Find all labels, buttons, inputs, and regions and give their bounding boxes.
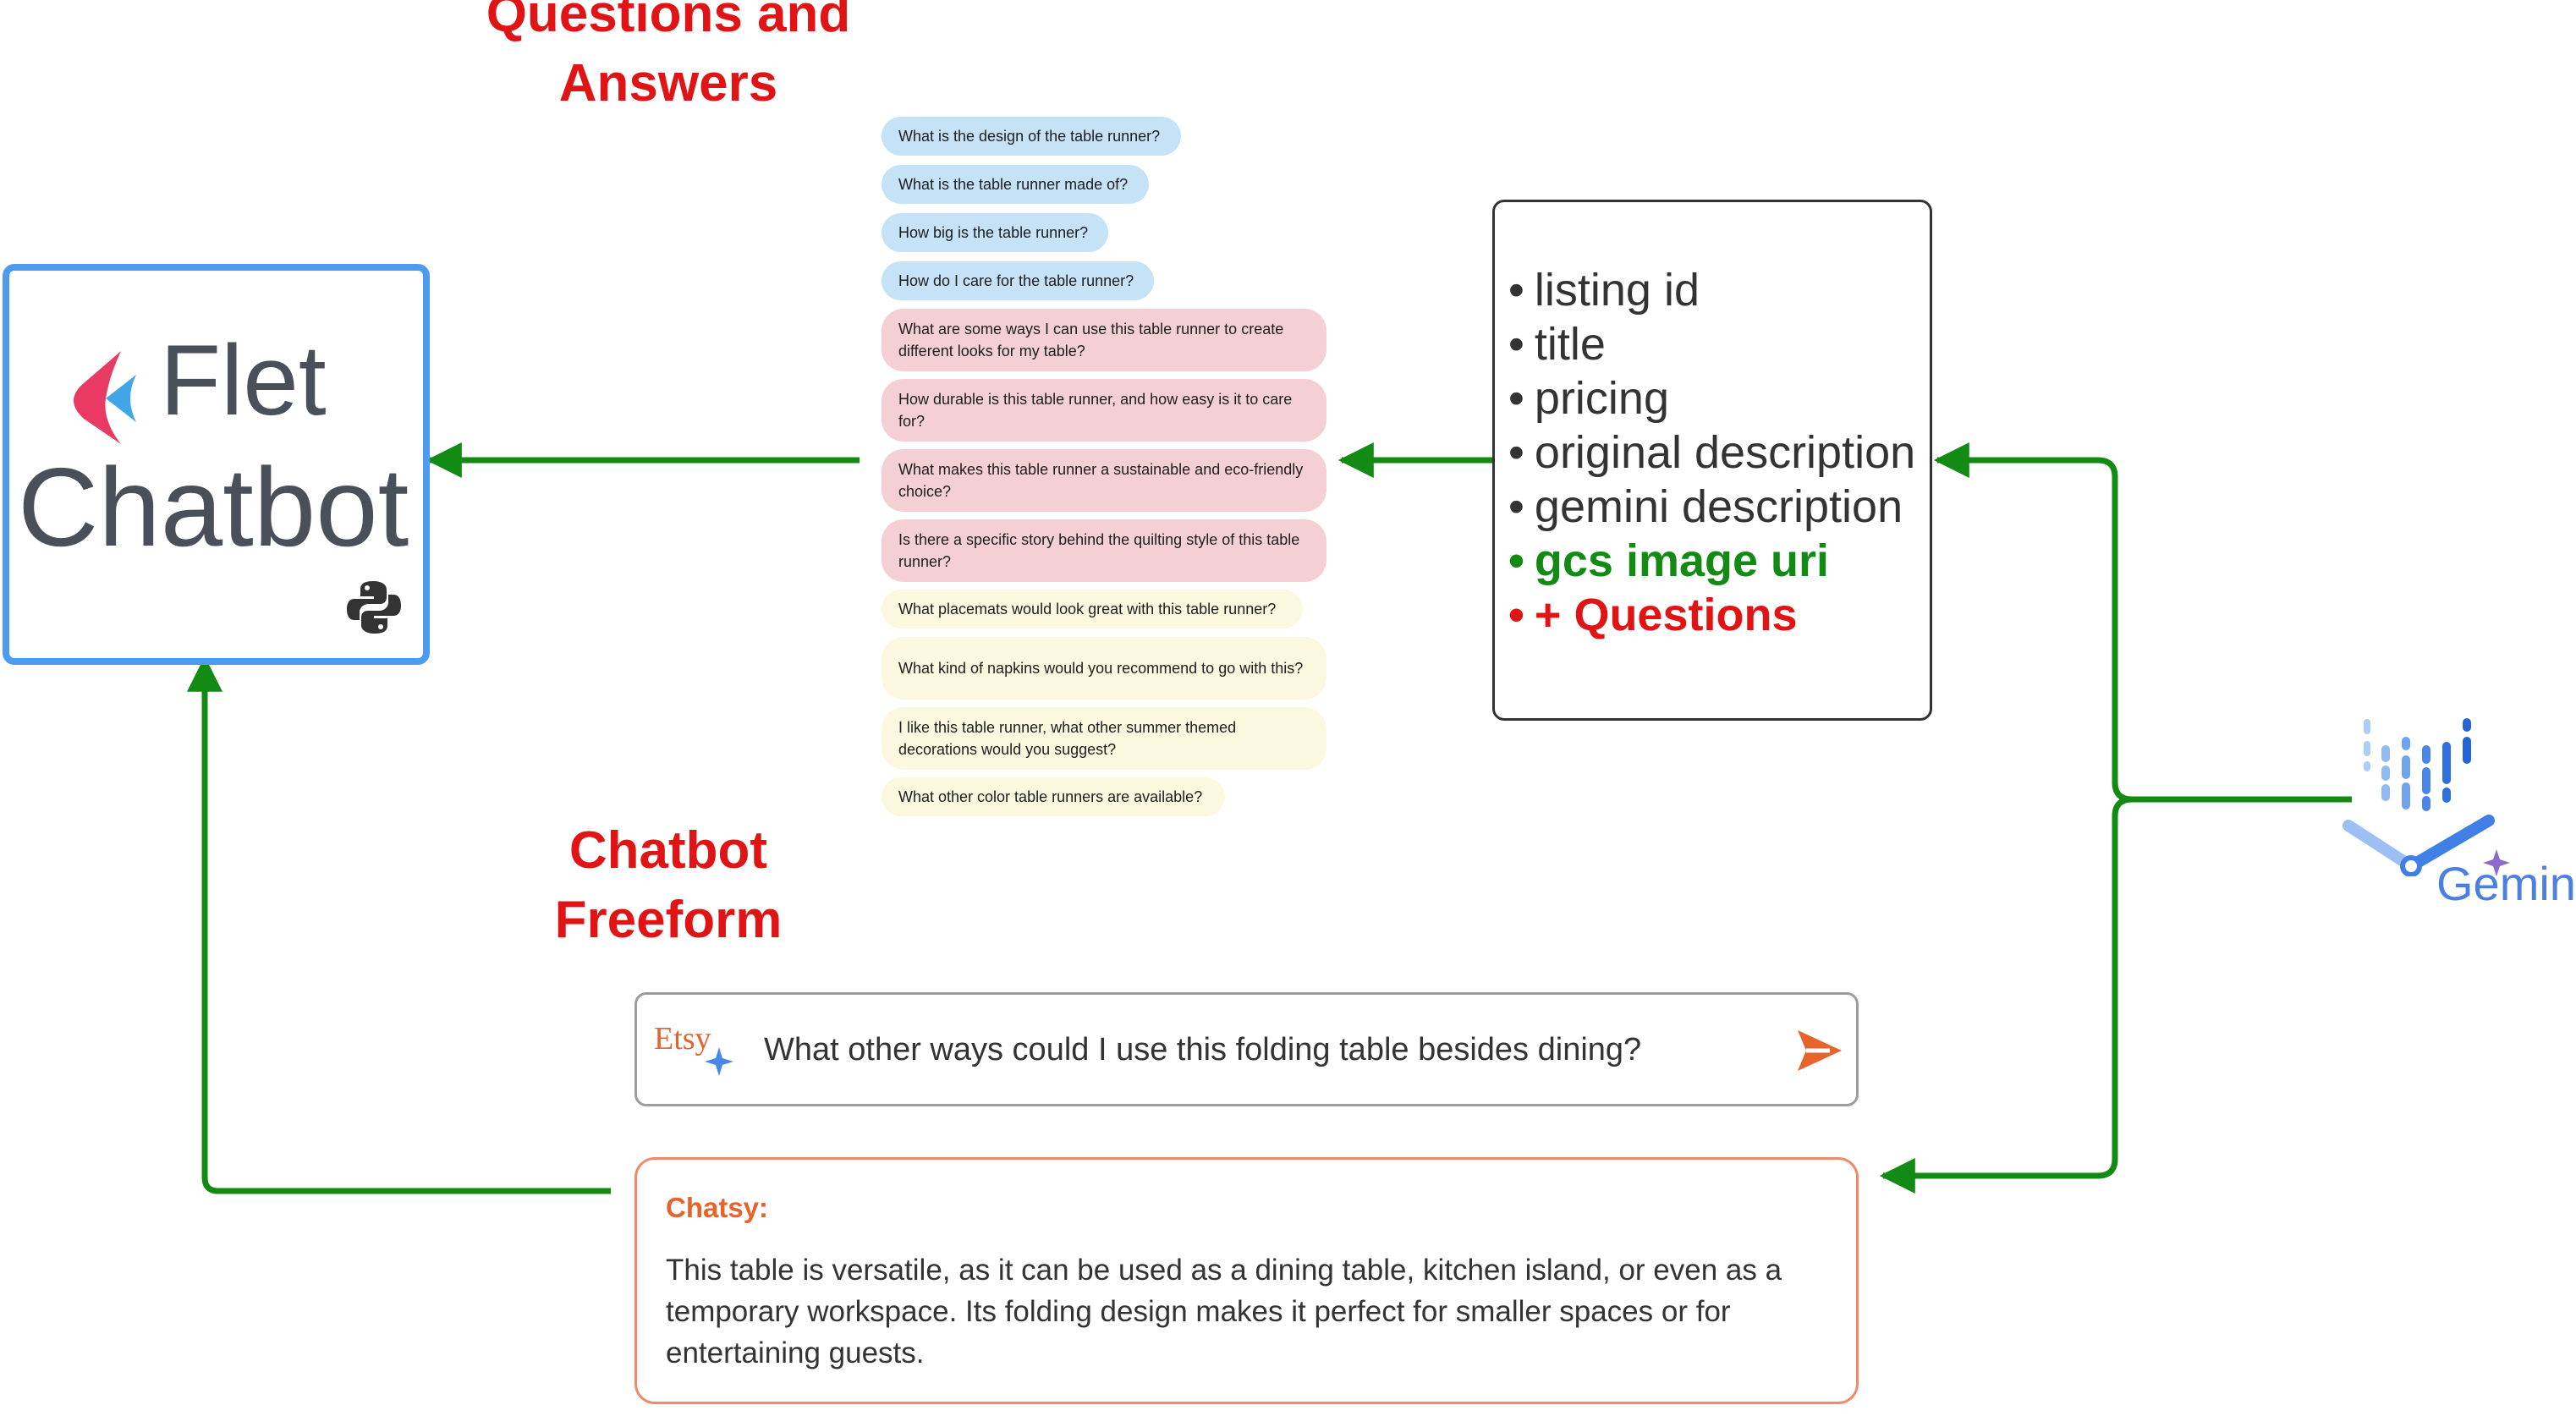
question-bubble[interactable]: How durable is this table runner, and ho… xyxy=(882,379,1326,442)
question-bubble[interactable]: What is the table runner made of? xyxy=(882,165,1149,204)
field-item: title xyxy=(1508,317,1915,371)
question-text: What other color table runners are avail… xyxy=(898,788,1203,805)
question-text: How durable is this table runner, and ho… xyxy=(898,391,1293,430)
chatbot-freeform-heading-line2: Freeform xyxy=(554,891,783,949)
question-text: What are some ways I can use this table … xyxy=(898,321,1284,359)
chatbot-freeform-heading-line1: Chatbot xyxy=(568,821,768,880)
chat-input-text[interactable]: What other ways could I use this folding… xyxy=(764,1032,1642,1067)
question-bubble[interactable]: What is the design of the table runner? xyxy=(882,117,1181,156)
etsy-logo: Etsy xyxy=(654,1021,711,1057)
field-item-gcs-uri: gcs image uri xyxy=(1508,534,1915,588)
chatbot-title: Chatbot xyxy=(18,445,409,569)
arrow-response-to-flet xyxy=(187,656,611,1194)
question-text: What kind of napkins would you recommend… xyxy=(898,660,1304,677)
questions-answers-heading-line1: Questions and xyxy=(486,0,851,43)
arrow-gemini-to-fields xyxy=(1933,442,2352,803)
sparkle-icon xyxy=(705,1047,733,1076)
question-bubble[interactable]: How big is the table runner? xyxy=(882,213,1108,252)
listing-fields-list: listing id title pricing original descri… xyxy=(1508,263,1915,642)
question-bubble[interactable]: What placemats would look great with thi… xyxy=(882,590,1303,628)
field-item-questions: + Questions xyxy=(1508,588,1915,642)
question-bubble[interactable]: What are some ways I can use this table … xyxy=(882,309,1326,371)
response-sender: Chatsy: xyxy=(666,1192,769,1223)
arrow-gemini-to-response xyxy=(1879,796,2133,1194)
flet-chatbot-box: Flet Chatbot xyxy=(3,264,430,665)
questions-answers-heading-line2: Answers xyxy=(558,54,778,113)
question-text: What makes this table runner a sustainab… xyxy=(898,461,1304,500)
response-text: This table is versatile, as it can be us… xyxy=(666,1254,1782,1369)
question-bubble[interactable]: What makes this table runner a sustainab… xyxy=(882,449,1326,512)
flet-title: Flet xyxy=(160,325,327,436)
send-icon[interactable] xyxy=(1796,1029,1843,1073)
field-item: pricing xyxy=(1508,371,1915,425)
field-item: listing id xyxy=(1508,263,1915,317)
question-bubble[interactable]: What kind of napkins would you recommend… xyxy=(882,637,1326,700)
gemini-wordmark: Gemini xyxy=(2436,857,2576,910)
question-text: Is there a specific story behind the qui… xyxy=(898,531,1300,570)
chatbot-freeform-heading: Chatbot Freeform xyxy=(440,816,897,955)
question-bubble[interactable]: What other color table runners are avail… xyxy=(882,777,1225,816)
chatbot-response-box: Chatsy: This table is versatile, as it c… xyxy=(634,1157,1859,1404)
questions-answers-heading: Questions and Answers xyxy=(440,0,897,118)
listing-fields-box: listing id title pricing original descri… xyxy=(1492,200,1932,721)
question-bubble[interactable]: How do I care for the table runner? xyxy=(882,261,1154,300)
question-text: I like this table runner, what other sum… xyxy=(898,719,1237,758)
question-text: What is the design of the table runner? xyxy=(898,128,1161,145)
question-text: What is the table runner made of? xyxy=(898,176,1129,193)
python-icon xyxy=(347,581,401,634)
question-bubble[interactable]: Is there a specific story behind the qui… xyxy=(882,519,1326,582)
question-text: How big is the table runner? xyxy=(898,224,1089,241)
field-item: gemini description xyxy=(1508,480,1915,534)
field-item: original description xyxy=(1508,425,1915,480)
flet-logo-icon xyxy=(74,351,136,444)
question-text: How do I care for the table runner? xyxy=(898,272,1134,289)
gemini-logo-icon xyxy=(2343,718,2510,876)
question-bubble[interactable]: I like this table runner, what other sum… xyxy=(882,707,1326,770)
question-text: What placemats would look great with thi… xyxy=(898,601,1277,617)
chat-input-box[interactable]: Etsy What other ways could I use this fo… xyxy=(634,992,1859,1106)
